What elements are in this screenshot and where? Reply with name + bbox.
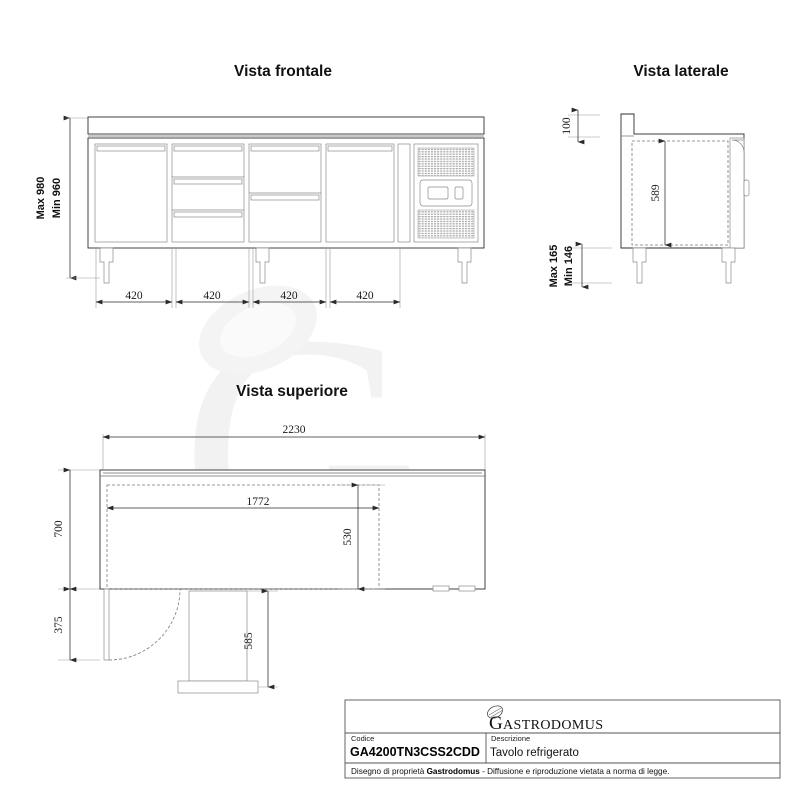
- vent-grille-bottom: [417, 209, 475, 239]
- logo-wordmark: ASTRODOMUS: [503, 718, 603, 733]
- top-rear-feet: [432, 585, 476, 592]
- side-view-title: Vista laterale: [633, 63, 729, 80]
- leg-side-left: [632, 247, 647, 284]
- top-length-label: 2230: [283, 424, 306, 436]
- leg-side-right: [721, 247, 736, 284]
- front-width-4: 420: [356, 290, 374, 302]
- top-view: 2230 700 375 1772: [53, 424, 486, 694]
- front-height-min-label: Min 960: [51, 178, 63, 218]
- drawer-handle-2-1[interactable]: [173, 145, 243, 152]
- leg-front-center: [255, 247, 270, 284]
- description-label: Descrizione: [491, 734, 530, 743]
- front-width-1: 420: [125, 290, 143, 302]
- front-control-panel[interactable]: [413, 143, 479, 243]
- front-width-dimensions: 420 420 420 420: [95, 248, 401, 308]
- copyright-brand: Gastrodomus: [427, 767, 481, 776]
- copyright-prefix: Disegno di proprietà: [351, 767, 427, 776]
- top-inner-depth-dimension: 530: [340, 482, 385, 592]
- top-door-swing-arc: [108, 588, 181, 661]
- front-worktop: [87, 116, 485, 135]
- copyright-suffix: - Diffusione e riproduzione vietata a no…: [480, 767, 670, 776]
- top-depth-label: 700: [53, 520, 65, 538]
- vent-grille-top: [417, 147, 475, 177]
- display-window: [427, 186, 449, 200]
- logo-fan-icon: [487, 705, 504, 719]
- side-overhang-label: 100: [561, 117, 573, 135]
- side-leg-min-label: Min 146: [563, 246, 575, 286]
- description-value: Tavolo refrigerato: [490, 747, 579, 759]
- side-legs: [632, 247, 736, 284]
- front-compartment-drawers-3[interactable]: [171, 143, 245, 243]
- top-length-dimension: 2230: [102, 424, 486, 470]
- front-width-2: 420: [203, 290, 221, 302]
- logo-initial: G: [489, 713, 503, 734]
- top-inner-length-label: 1772: [247, 496, 270, 508]
- front-compartment-door-left[interactable]: [94, 143, 168, 243]
- drawer-handle-2-3[interactable]: [173, 211, 243, 218]
- top-swing-depth-label: 375: [53, 616, 65, 634]
- top-body: [99, 469, 486, 590]
- front-compartment-drawers-2[interactable]: [248, 143, 322, 243]
- top-door-open-label: 585: [243, 632, 255, 650]
- door-handle-right[interactable]: [327, 145, 393, 152]
- leg-front-right: [457, 247, 472, 284]
- side-leg-height-dimension: Max 165 Min 146: [548, 241, 612, 290]
- top-door-base: [177, 680, 259, 694]
- side-overhang-dimension: 100: [561, 107, 600, 145]
- side-door-handle[interactable]: [743, 179, 750, 197]
- front-filler-panel: [397, 143, 411, 243]
- side-inner-height-label: 589: [650, 184, 662, 202]
- side-door-corner-arc: [731, 139, 745, 153]
- brand-logo: G ASTRODOMUS: [487, 705, 603, 734]
- front-compartment-door-right[interactable]: [325, 143, 395, 243]
- top-depth-dimensions: 700 375: [53, 467, 100, 663]
- front-width-3: 420: [280, 290, 298, 302]
- front-legs: [99, 247, 472, 284]
- top-inner-depth-label: 530: [342, 528, 354, 546]
- top-door-open-dimension: 585: [243, 588, 278, 690]
- front-height-dimension: Max 980 Min 960: [35, 115, 100, 281]
- front-view: Max 980 Min 960: [35, 115, 485, 308]
- code-value: GA4200TN3CSS2CDD: [350, 745, 480, 759]
- side-leg-max-label: Max 165: [548, 245, 560, 288]
- top-door-swing: [103, 588, 181, 661]
- side-door-panel[interactable]: [729, 137, 750, 249]
- side-view: 100 589: [548, 107, 750, 290]
- code-label: Codice: [351, 734, 374, 743]
- front-view-title: Vista frontale: [234, 63, 332, 80]
- top-inner-length-dimension: 1772: [106, 496, 380, 511]
- drawer-handle-3-2[interactable]: [250, 194, 320, 201]
- front-height-max-label: Max 980: [35, 177, 47, 220]
- top-view-title: Vista superiore: [236, 383, 348, 400]
- leg-front-left: [99, 247, 114, 284]
- side-inner-height-dimension: 589: [650, 138, 672, 248]
- top-opened-door[interactable]: [177, 590, 259, 694]
- top-inner-cavity: [106, 484, 380, 590]
- watermark-fan: [199, 285, 317, 375]
- drawer-handle-2-2[interactable]: [173, 178, 243, 185]
- side-inner-cavity: [631, 140, 729, 246]
- title-block: G ASTRODOMUS Codice GA4200TN3CSS2CDD Des…: [344, 699, 781, 779]
- door-handle-left[interactable]: [96, 145, 166, 152]
- drawer-handle-3-1[interactable]: [250, 145, 320, 152]
- copyright-note: Disegno di proprietà Gastrodomus - Diffu…: [351, 767, 669, 776]
- control-button[interactable]: [454, 186, 464, 200]
- top-door-closed-edge: [103, 588, 110, 661]
